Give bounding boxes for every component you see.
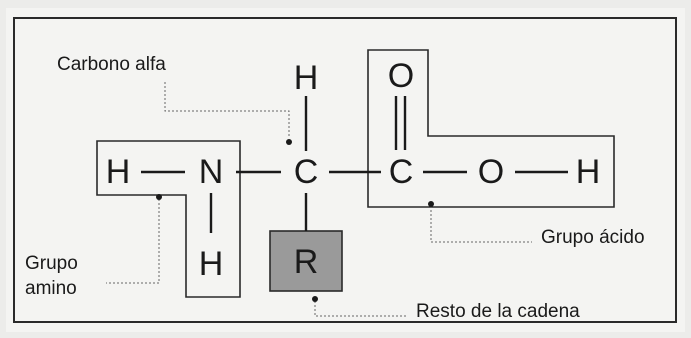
atom-h-right: H [576,153,601,191]
label-grupo-amino-line1: Grupo [25,253,78,274]
atom-r: R [294,243,319,281]
atom-c-alpha: C [294,153,319,191]
outer-frame [13,17,677,323]
leader-resto-cadena [314,301,408,317]
leader-grupo-amino [106,199,160,284]
atom-n: N [199,153,224,191]
label-carbono-alfa: Carbono alfa [57,54,166,75]
atom-c-acid: C [389,153,414,191]
label-grupo-amino-line2: amino [25,278,77,299]
amino-group-box [96,140,241,298]
paper [6,8,685,332]
dot-grupo-acido [428,201,434,207]
dot-carbono-alfa [286,139,292,145]
label-grupo-acido: Grupo ácido [541,227,645,248]
atom-h-top: H [294,59,319,97]
acid-group-box [367,49,615,208]
atom-o-top: O [388,57,414,95]
dot-resto-cadena [312,296,318,302]
atom-h-below-n: H [199,245,224,283]
label-resto-cadena: Resto de la cadena [416,301,580,322]
dot-grupo-amino [156,194,162,200]
leader-grupo-acido [430,206,532,243]
atom-h-left: H [106,153,131,191]
atom-o-right: O [478,153,504,191]
